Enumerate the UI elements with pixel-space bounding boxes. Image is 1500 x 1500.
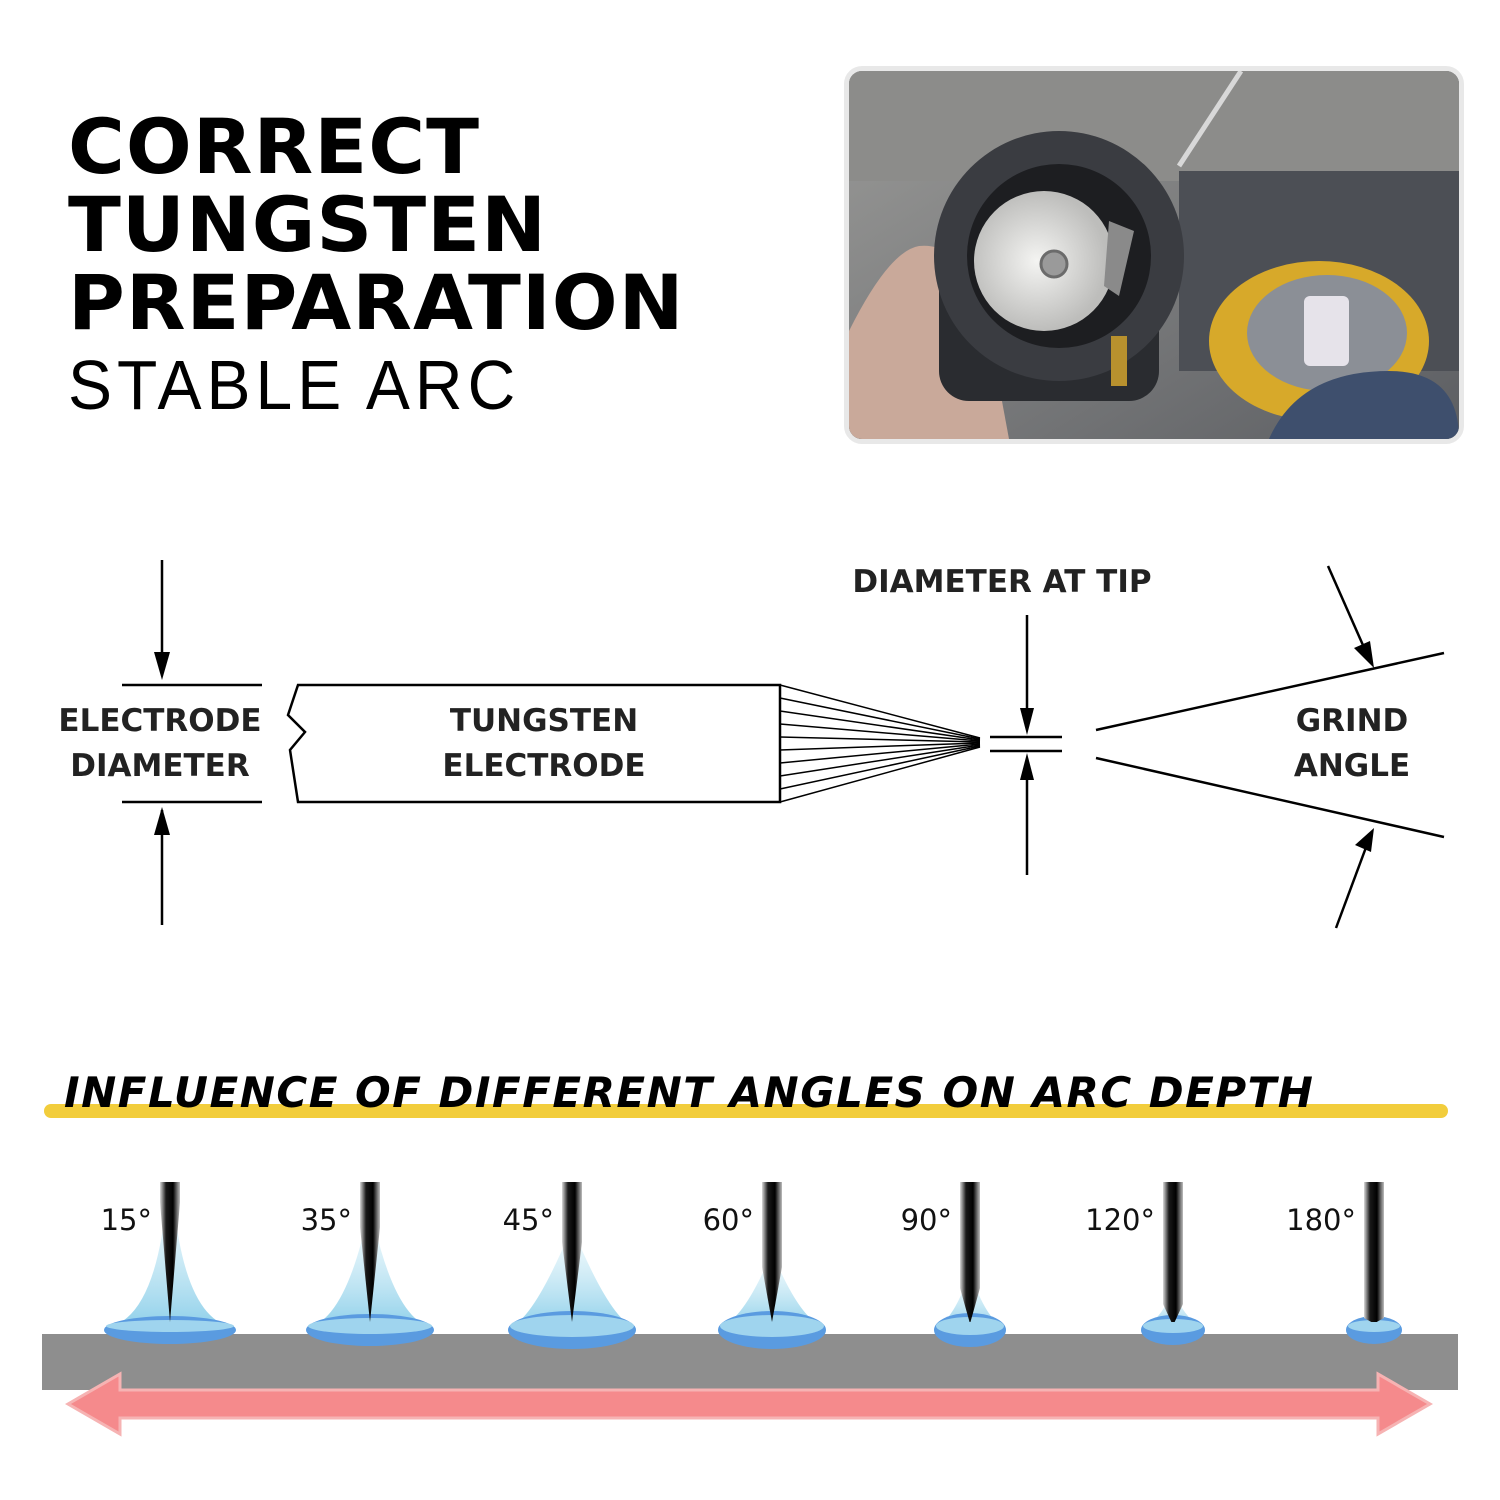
grind-angle-lower-line	[1095, 756, 1445, 839]
weld-pool-highlight	[106, 1320, 234, 1332]
grind-angle-upper-line	[1095, 651, 1445, 732]
grind-angle-upper-arrow-shaft	[1326, 565, 1368, 653]
angle-label: 35°	[301, 1203, 352, 1237]
title-line-2: TUNGSTEN	[68, 180, 548, 269]
grind-angle-lower-arrow-shaft	[1334, 841, 1370, 929]
angle-label: 15°	[101, 1203, 152, 1237]
tungsten-rod	[960, 1182, 980, 1322]
angle-label: 120°	[1085, 1203, 1155, 1237]
angle-figure-5: 120°	[1085, 1182, 1205, 1345]
title-line-1: CORRECT	[68, 102, 481, 191]
angle-figure-6: 180°	[1286, 1182, 1402, 1344]
section-heading-underline	[44, 1104, 1448, 1118]
tungsten-rod	[160, 1182, 180, 1322]
tungsten-rod	[1364, 1182, 1384, 1322]
angle-label: 45°	[503, 1203, 554, 1237]
electrode-body-outline	[286, 683, 782, 804]
tungsten-rod	[1163, 1182, 1183, 1322]
label-grind-angle-1: GRIND	[1296, 703, 1409, 739]
arc-depth-illustration: 15° 35° 45° 60° 90° 120° 180°	[42, 1182, 1458, 1437]
angle-figure-2: 45°	[503, 1182, 636, 1349]
arrowhead-tip-bottom	[1020, 753, 1034, 780]
section-heading-text: INFLUENCE OF DIFFERENT ANGLES ON ARC DEP…	[64, 1068, 1315, 1117]
weld-pool-highlight	[720, 1315, 824, 1337]
tungsten-electrode-diagram: ELECTRODE DIAMETER TUNGSTEN ELECTRODE DI…	[58, 560, 1445, 929]
tungsten-grinder-photo	[844, 66, 1464, 444]
angle-label: 90°	[901, 1203, 952, 1237]
angle-figure-1: 35°	[301, 1182, 434, 1346]
page-title: CORRECT TUNGSTEN PREPARATION STABLE ARC	[68, 108, 684, 424]
title-subtitle: STABLE ARC	[68, 346, 521, 424]
weld-pool-highlight	[510, 1315, 634, 1337]
tungsten-rod	[360, 1182, 380, 1322]
arrowhead-electrode-bottom	[154, 807, 170, 835]
weld-pool-highlight	[936, 1317, 1004, 1335]
label-tungsten-electrode-1: TUNGSTEN	[450, 703, 638, 739]
arrowhead-electrode-top	[154, 652, 170, 680]
label-grind-angle-2: ANGLE	[1294, 748, 1410, 784]
title-line-3: PREPARATION	[68, 258, 685, 347]
angle-figure-3: 60°	[703, 1182, 826, 1349]
angle-label: 180°	[1286, 1203, 1356, 1237]
tungsten-rod	[762, 1182, 782, 1322]
label-electrode-diameter-2: DIAMETER	[70, 748, 250, 784]
depth-range-arrow	[64, 1371, 1434, 1437]
grinder-photo-illustration	[849, 71, 1459, 439]
arrowhead-grind-lower	[1355, 828, 1374, 852]
weld-pool-highlight	[308, 1318, 432, 1334]
tungsten-rod	[562, 1182, 582, 1322]
weld-pool-highlight	[1143, 1319, 1203, 1333]
angle-label: 60°	[703, 1203, 754, 1237]
arrowhead-grind-upper	[1354, 641, 1374, 668]
electrode-taper-lines	[779, 684, 981, 803]
section-heading: INFLUENCE OF DIFFERENT ANGLES ON ARC DEP…	[44, 1068, 1448, 1120]
label-diameter-at-tip: DIAMETER AT TIP	[852, 564, 1151, 600]
label-electrode-diameter-1: ELECTRODE	[58, 703, 261, 739]
angle-figure-4: 90°	[901, 1182, 1006, 1347]
label-tungsten-electrode-2: ELECTRODE	[442, 748, 645, 784]
weld-pool-highlight	[1348, 1320, 1400, 1332]
angle-figure-0: 15°	[101, 1182, 236, 1344]
arrowhead-tip-top	[1020, 708, 1034, 735]
